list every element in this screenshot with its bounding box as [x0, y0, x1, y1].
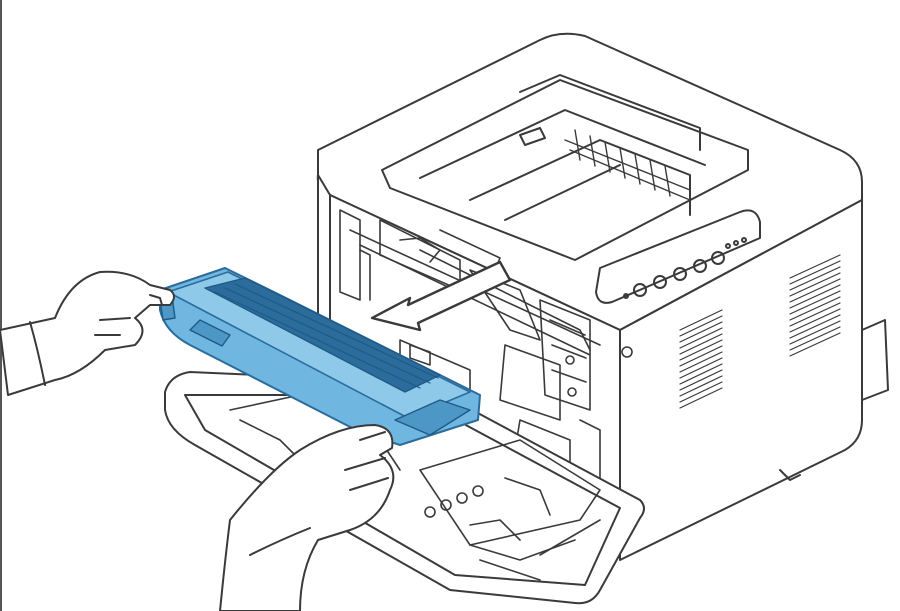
arrow-icon: [370, 260, 512, 332]
printer-icon: [164, 32, 889, 605]
vent-grille: [679, 254, 841, 409]
hand-icon: [0, 270, 175, 396]
toner-cartridge-icon: [159, 267, 481, 446]
